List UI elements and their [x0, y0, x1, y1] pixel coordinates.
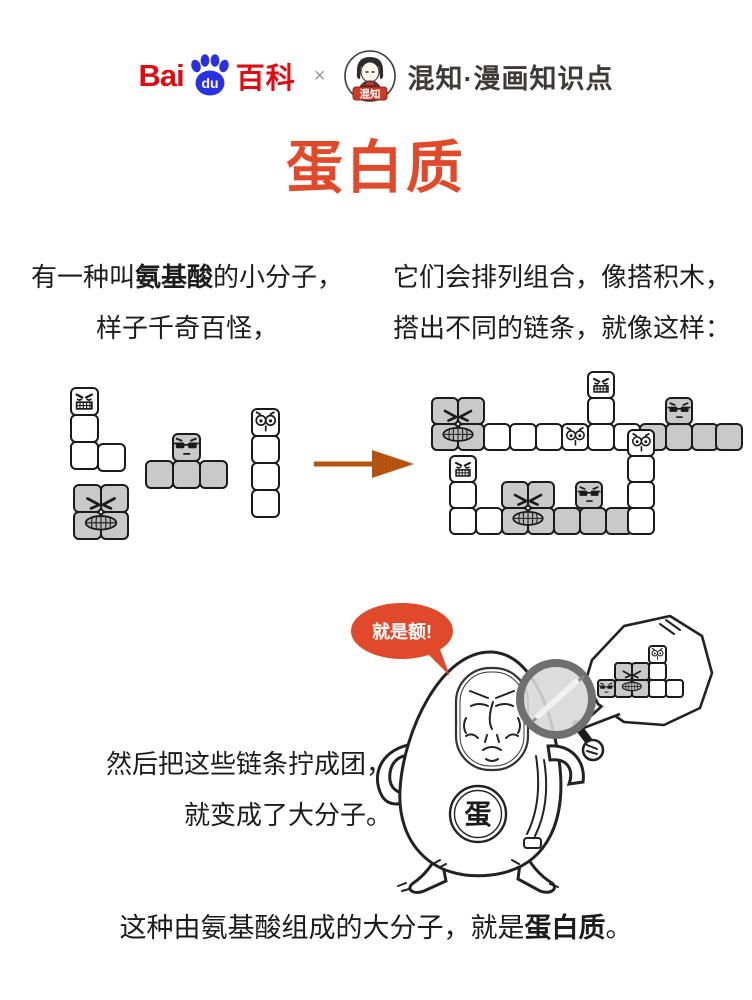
speech-bubble: 就是额! [351, 603, 453, 676]
header: Bai du 百科 × 混知 混知·漫画知识点 [0, 48, 752, 104]
egg-right-arm [546, 744, 585, 786]
amino-acid-chains-illustration [431, 371, 743, 535]
thought-bubble [571, 614, 714, 734]
baidu-logo-text: Bai [138, 58, 185, 93]
intro-left-paragraph: 有一种叫氨基酸的小分子， 样子千奇百怪， [6, 252, 368, 354]
intro-right-line2: 搭出不同的链条，就像这样： [392, 313, 731, 343]
chain-bottom [449, 429, 655, 535]
speech-bubble-text: 就是额! [372, 621, 432, 642]
egg-body: 蛋 [398, 650, 563, 878]
conclusion-text: 这种由氨基酸组成的大分子，就是蛋白质。 [119, 913, 633, 943]
baidu-baike-logo: Bai du 百科 [139, 53, 296, 99]
egg-character-scene: 蛋 就是额! [351, 603, 714, 894]
belly-badge: 蛋 [448, 784, 508, 844]
intro-left-line1: 有一种叫氨基酸的小分子， [30, 262, 344, 292]
baike-logo-text: 百科 [235, 63, 296, 95]
piece-T-gray [145, 433, 228, 489]
amino-acid-pieces-illustration [70, 387, 280, 540]
middle-paragraph: 然后把这些链条拧成团， 就变成了大分子。 [0, 739, 392, 841]
intro-right-line1: 它们会排列组合，像搭积木， [392, 262, 731, 292]
conclusion-bold-term: 蛋白质 [524, 913, 606, 943]
piece-I-white [251, 408, 280, 518]
belly-label: 蛋 [465, 800, 492, 830]
egg-face [463, 690, 521, 762]
middle-line1: 然后把这些链条拧成团， [105, 749, 392, 779]
intro-right-paragraph: 它们会排列组合，像搭积木， 搭出不同的链条，就像这样： [376, 252, 748, 354]
hunzhi-avatar: 混知 [344, 50, 397, 102]
arrow-icon [314, 450, 414, 478]
svg-text:混知: 混知 [360, 88, 381, 101]
piece-square-gray [73, 484, 129, 540]
magnifier-icon [516, 659, 605, 762]
piece-L-white [70, 387, 126, 472]
baidu-paw-icon: du [190, 54, 229, 96]
intro-left-line2: 样子千奇百怪， [95, 313, 278, 343]
svg-text:du: du [201, 75, 218, 91]
collab-x-separator: × [313, 64, 326, 87]
page-title: 蛋白质 [286, 136, 466, 200]
brand-title: 混知·漫画知识点 [407, 63, 614, 94]
mini-chain [597, 645, 684, 698]
middle-line2: 就变成了大分子。 [183, 800, 392, 830]
chain-top [431, 371, 743, 451]
